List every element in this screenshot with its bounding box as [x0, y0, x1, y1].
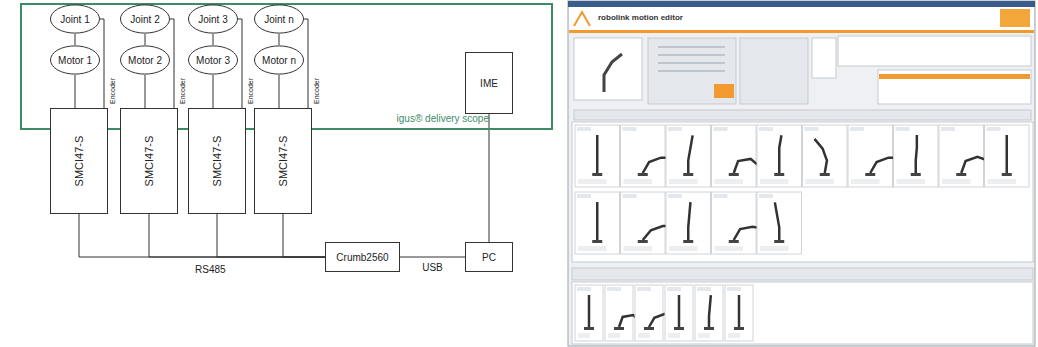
wire — [400, 257, 465, 258]
pose-thumb — [985, 125, 1030, 187]
encoder-label: Encoder — [313, 78, 321, 104]
node-text: Motor n — [262, 55, 296, 66]
pose-thumb — [757, 192, 802, 254]
wire — [100, 19, 104, 108]
controller-box: SMCI47-S — [254, 108, 312, 214]
wire — [75, 34, 76, 45]
joint-ellipse: Joint 2 — [120, 4, 170, 34]
controller-box: SMCI47-S — [50, 108, 108, 214]
sequence-strip — [572, 282, 1033, 344]
title-bar — [568, 1, 1035, 7]
logo — [574, 12, 590, 26]
pose-thumb — [575, 192, 620, 254]
node-text: Joint 2 — [130, 14, 159, 25]
edge-label: USB — [422, 262, 443, 273]
toolbar — [574, 110, 1031, 120]
sliders — [658, 47, 725, 71]
ime-box: IME — [465, 52, 513, 114]
play-button — [714, 84, 734, 98]
node-text: Joint n — [264, 14, 293, 25]
pose-thumb — [575, 285, 603, 341]
app-title: robolink motion editor — [598, 14, 683, 23]
node-text: igus® delivery scope — [397, 113, 489, 124]
pc-box: PC — [465, 242, 513, 272]
encoder-label: Encoder — [247, 78, 255, 104]
wire — [79, 214, 325, 257]
wire — [217, 214, 325, 257]
joint-ellipse: Joint n — [254, 4, 304, 34]
wire — [75, 75, 76, 108]
speed-panel — [740, 38, 808, 104]
header — [569, 7, 1034, 31]
bus-label: RS485 — [195, 264, 226, 275]
motor-ellipse: Motor 2 — [120, 45, 170, 75]
preview-robot — [604, 54, 622, 92]
node-text: Joint 1 — [60, 14, 89, 25]
node-text: IME — [480, 78, 498, 89]
pose-thumb — [894, 125, 939, 187]
text-area — [838, 36, 1031, 66]
node-text: SMCI47-S — [211, 136, 223, 187]
pose-thumb — [665, 285, 693, 341]
node-text: SMCI47-S — [277, 136, 289, 187]
pose-thumb — [712, 125, 761, 187]
slider-panel — [648, 38, 736, 104]
window-frame — [568, 1, 1035, 346]
encoder-label: Encoder — [109, 78, 117, 104]
wire — [213, 34, 214, 45]
wire — [149, 214, 325, 257]
encoder-label: Encoder — [179, 78, 187, 104]
header-stripe — [569, 30, 1034, 33]
wire — [489, 114, 490, 242]
pose-thumb — [695, 285, 723, 341]
tab-bar — [572, 268, 1033, 280]
wire — [145, 34, 146, 45]
wire — [213, 75, 214, 108]
pose-thumb — [666, 192, 711, 254]
wire — [279, 34, 280, 45]
node-text: PC — [482, 252, 496, 263]
selected-row — [879, 74, 1030, 79]
motor-ellipse: Motor 3 — [188, 45, 238, 75]
gripper-panel — [812, 38, 836, 78]
motor-ellipse: Motor 1 — [50, 45, 100, 75]
pose-thumb — [725, 285, 753, 341]
node-text: Motor 1 — [58, 55, 92, 66]
node-text: Joint 3 — [198, 14, 227, 25]
file-list — [878, 70, 1031, 104]
wire — [145, 75, 146, 108]
node-text: SMCI47-S — [73, 136, 85, 187]
node-text: Crumb2560 — [336, 252, 388, 263]
wire — [279, 75, 280, 108]
joint-ellipse: Joint 3 — [188, 4, 238, 34]
pose-thumb — [803, 125, 848, 187]
wire — [170, 19, 174, 108]
joint-ellipse: Joint 1 — [50, 4, 100, 34]
controller-box: SMCI47-S — [188, 108, 246, 214]
controller-board-box: Crumb2560 — [325, 242, 400, 272]
wire — [238, 19, 242, 108]
wire — [283, 214, 325, 257]
controller-box: SMCI47-S — [120, 108, 178, 214]
robot-preview — [574, 38, 642, 100]
pose-thumbnails — [575, 125, 1029, 341]
node-text: Motor 3 — [196, 55, 230, 66]
pose-grid — [572, 122, 1033, 262]
pose-thumb — [666, 125, 711, 187]
wire — [304, 19, 308, 108]
brand-logo — [1000, 9, 1030, 27]
node-text: Motor 2 — [128, 55, 162, 66]
node-text: SMCI47-S — [143, 136, 155, 187]
motor-ellipse: Motor n — [254, 45, 304, 75]
pose-thumb — [757, 125, 802, 187]
pose-thumb — [939, 125, 989, 187]
pose-thumb — [575, 125, 620, 187]
